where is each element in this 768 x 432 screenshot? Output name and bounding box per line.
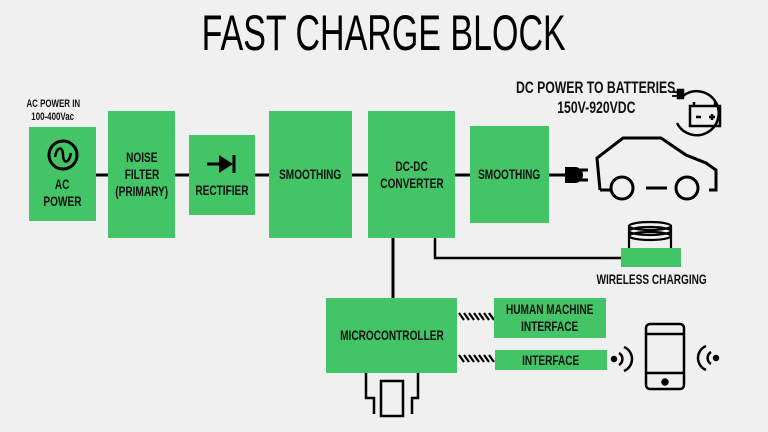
diode-icon [207, 154, 236, 173]
crystal-oscillator-icon [364, 372, 420, 418]
smoothing-block-2: SMOOTHING [470, 126, 549, 223]
page-title: FAST CHARGE BLOCK [201, 5, 567, 61]
signal-waves-icon [696, 344, 720, 372]
ac-sine-icon [47, 139, 78, 171]
wireless-coil-icon [627, 220, 673, 248]
smartphone-icon [644, 322, 686, 391]
hmi-block: HUMAN MACHINE INTERFACE [494, 298, 606, 338]
input-label: AC POWER IN 100-400Vac [26, 98, 80, 123]
hatched-link-interface [458, 354, 495, 363]
noise-filter-block: NOISE FILTER (PRIMARY) [108, 111, 175, 238]
wireless-label: WIRELESS CHARGING [596, 271, 708, 287]
signal-waves-icon [610, 345, 634, 373]
dcdc-converter-block: DC-DC CONVERTER [368, 111, 455, 238]
car-icon [595, 136, 718, 201]
battery-charging-icon [672, 88, 722, 137]
plug-icon [565, 167, 588, 183]
ac-power-block: AC POWER [29, 127, 96, 221]
microcontroller-block: MICROCONTROLLER [326, 298, 457, 373]
interface-block: INTERFACE [495, 350, 607, 370]
smoothing-block-1: SMOOTHING [269, 111, 352, 238]
hatched-link-hmi [458, 312, 495, 321]
rectifier-block: RECTIFIER [189, 135, 255, 215]
output-label: DC POWER TO BATTERIES 150V-920VDC [516, 78, 676, 117]
wireless-pad [621, 248, 681, 267]
wire-dcdc-wireless [433, 238, 623, 260]
